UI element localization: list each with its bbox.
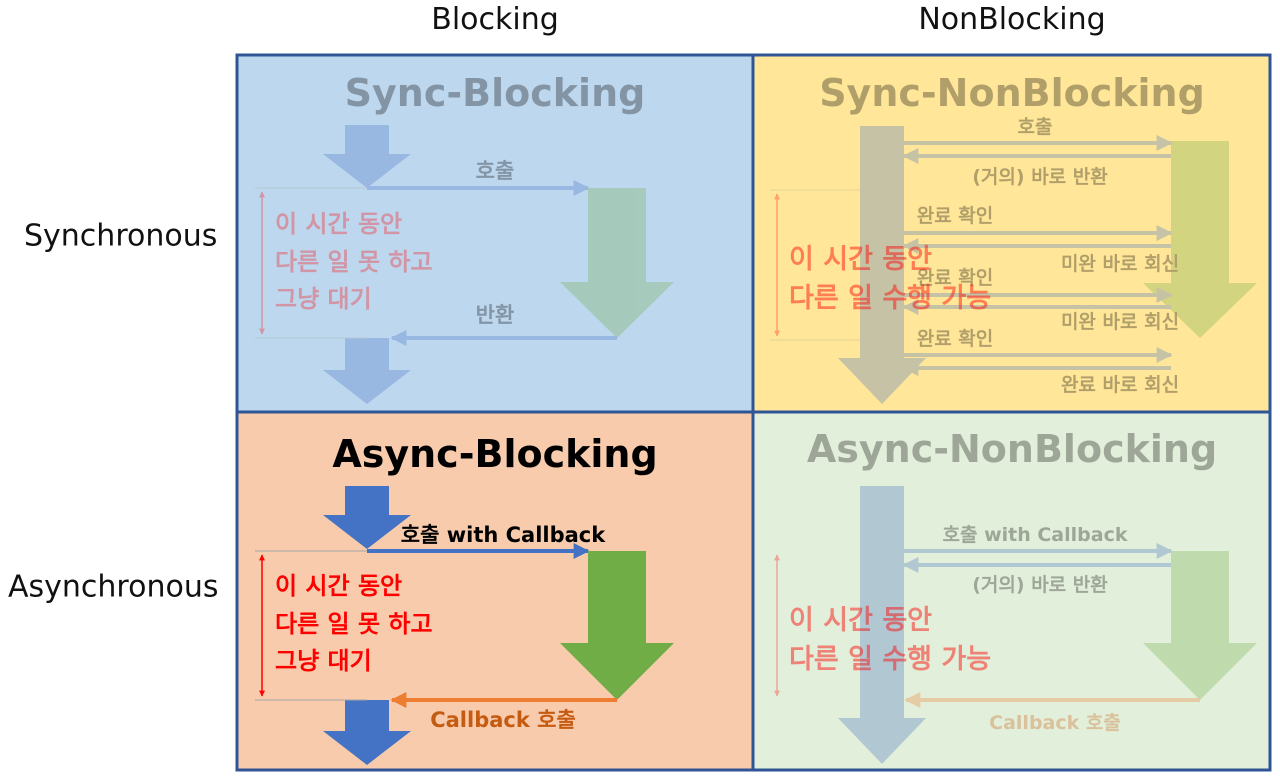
faded-content: Sync-Blocking 호출 반환 이 시간 동안 다른 일 못 하고 그냥… bbox=[255, 71, 674, 404]
faded-content: Async-NonBlocking 호출 with Callback (거의) … bbox=[774, 427, 1257, 764]
callback-label: Callback 호출 bbox=[989, 712, 1121, 734]
quadrant-grid bbox=[235, 53, 1272, 772]
wait-text-line: 이 시간 동안 bbox=[275, 210, 402, 238]
call-label: 호출 bbox=[476, 159, 515, 183]
wait-text-line: 다른 일 못 하고 bbox=[275, 248, 433, 276]
wait-text-line: 이 시간 동안 bbox=[275, 572, 402, 600]
faded-wait-text: 이 시간 동안 다른 일 수행 가능 bbox=[789, 605, 991, 675]
row-header-synchronous: Synchronous bbox=[24, 218, 218, 254]
quadrant-sync-blocking: Sync-Blocking 호출 반환 이 시간 동안 다른 일 못 하고 그냥… bbox=[237, 55, 753, 412]
caller-arrow-down bbox=[838, 126, 926, 404]
quadrant-async-blocking: Async-Blocking 호출 with Callback Callback… bbox=[237, 412, 753, 770]
quadrant-bg bbox=[237, 412, 753, 770]
reply-label: 완료 바로 회신 bbox=[1061, 374, 1179, 396]
quadrant-bg bbox=[753, 412, 1270, 770]
wait-text-line: 그냥 대기 bbox=[275, 285, 372, 313]
column-header-blocking: Blocking bbox=[431, 2, 559, 37]
call-label: 호출 with Callback bbox=[401, 523, 606, 547]
quadrant-title: Sync-Blocking bbox=[345, 71, 646, 115]
wait-text-line: 다른 일 못 하고 bbox=[275, 610, 433, 638]
callee-arrow-down bbox=[560, 551, 674, 700]
check-label: 완료 확인 bbox=[917, 204, 994, 227]
check-label: 완료 확인 bbox=[917, 327, 994, 350]
reply-label: 미완 바로 회신 bbox=[1061, 311, 1179, 333]
grid-border-async-nonblocking bbox=[751, 410, 1272, 772]
caller-arrow-down bbox=[323, 486, 411, 549]
quadrant-bg bbox=[237, 55, 753, 412]
call-label: 호출 with Callback bbox=[943, 524, 1128, 546]
caller-arrow-resume bbox=[323, 700, 411, 765]
quadrant-sync-nonblocking: Sync-NonBlocking 호출 (거의) 바로 반환 완료 확인 미완 … bbox=[753, 55, 1270, 412]
callee-arrow-down bbox=[560, 188, 674, 338]
caller-arrow-down bbox=[838, 486, 926, 764]
column-header-nonblocking: NonBlocking bbox=[918, 2, 1106, 37]
row-header-asynchronous: Asynchronous bbox=[8, 569, 219, 605]
callee-arrow-down bbox=[1143, 551, 1257, 700]
callback-label: Callback 호출 bbox=[430, 708, 576, 732]
reply-label: 미완 바로 회신 bbox=[1061, 253, 1179, 275]
quadrant-async-nonblocking: Async-NonBlocking 호출 with Callback (거의) … bbox=[753, 412, 1270, 770]
quadrant-title: Async-Blocking bbox=[332, 432, 657, 476]
wait-text-line: 이 시간 동안 bbox=[789, 605, 932, 636]
wait-text-line: 그냥 대기 bbox=[275, 647, 372, 675]
wait-text-line: 이 시간 동안 bbox=[789, 244, 932, 275]
wait-text-line: 다른 일 수행 가능 bbox=[789, 644, 991, 675]
call-label: 호출 bbox=[1018, 116, 1053, 138]
caller-arrow-resume bbox=[323, 338, 411, 404]
quadrant-title: Sync-NonBlocking bbox=[819, 71, 1205, 115]
caller-arrow-down bbox=[323, 125, 411, 188]
immediate-return-label: (거의) 바로 반환 bbox=[972, 574, 1108, 596]
check-label: 완료 확인 bbox=[917, 266, 994, 289]
faded-content: Sync-NonBlocking 호출 (거의) 바로 반환 완료 확인 미완 … bbox=[770, 71, 1257, 404]
wait-text-line: 다른 일 수행 가능 bbox=[789, 283, 991, 314]
quadrant-bg bbox=[753, 55, 1270, 412]
faded-wait-text: 이 시간 동안 다른 일 수행 가능 bbox=[789, 244, 991, 314]
immediate-return-label: (거의) 바로 반환 bbox=[972, 166, 1108, 188]
quadrant-title: Async-NonBlocking bbox=[807, 427, 1217, 471]
return-label: 반환 bbox=[476, 303, 515, 327]
